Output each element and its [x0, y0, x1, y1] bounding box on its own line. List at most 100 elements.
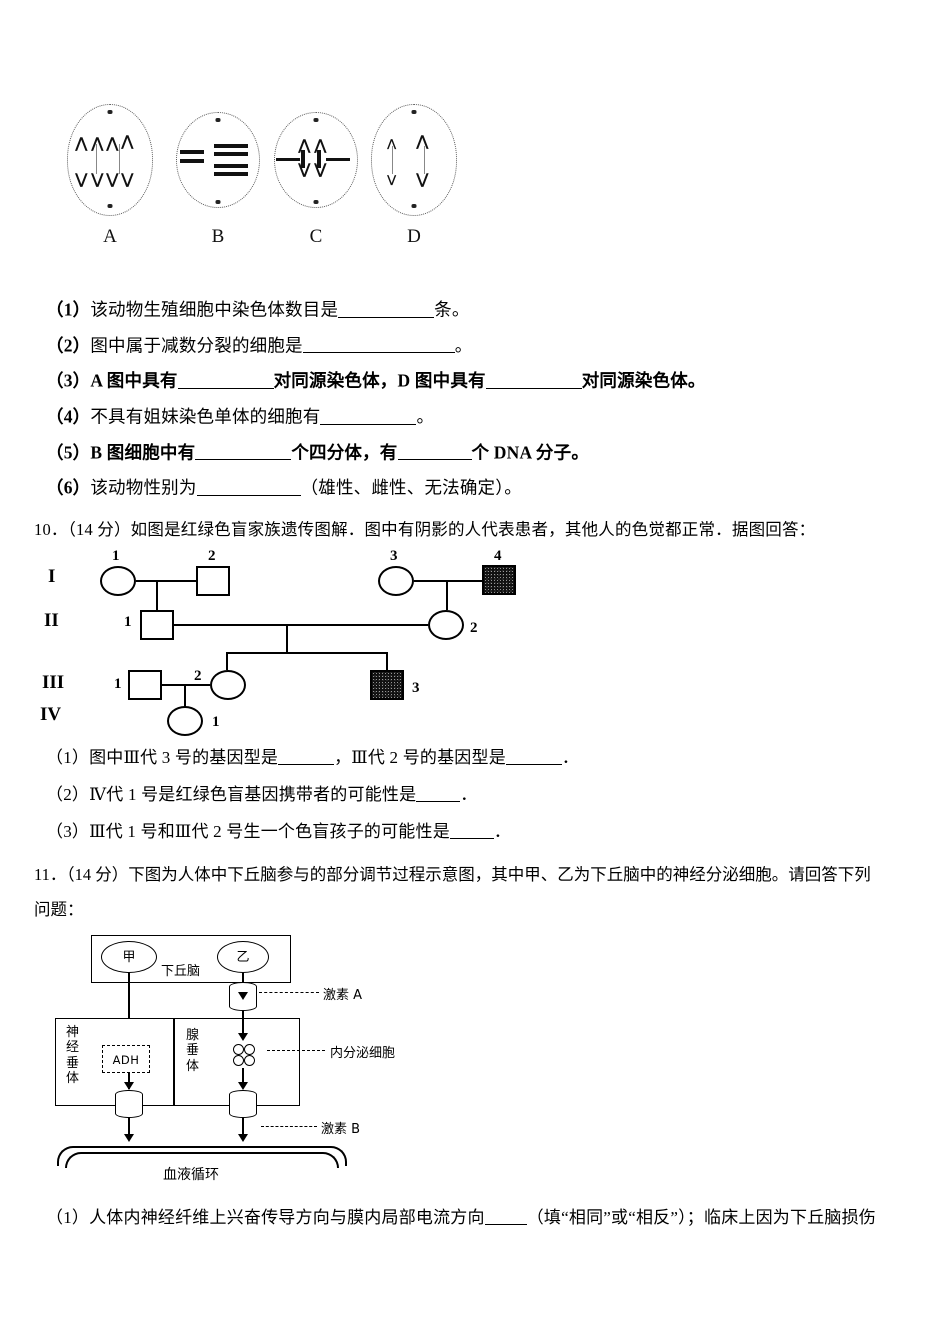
answer-blank[interactable] [449, 822, 494, 840]
question-item: （1）该动物生殖细胞中染色体数目是条。 [46, 300, 906, 319]
spindle-fiber [392, 146, 393, 174]
cell-membrane [371, 104, 457, 216]
question-item: （3）A 图中具有对同源染色体，D 图中具有对同源染色体。 [46, 371, 906, 390]
answer-blank[interactable] [278, 748, 335, 766]
neurosecretory-cell-jia: 甲 [101, 941, 157, 973]
answer-blank[interactable] [485, 371, 582, 389]
centrosome-dot [313, 118, 319, 122]
hypothalamus-regulation-diagram: 甲 乙 下丘脑 激素 A 神经垂体 腺垂体 ADH [45, 930, 475, 1195]
sibship-drop [386, 652, 388, 670]
pituitary-divider [173, 1018, 175, 1106]
chromosome: ⋁ [416, 170, 429, 188]
centrosome-dot [107, 110, 113, 114]
centrosome-dot [411, 204, 417, 208]
pedigree-individual-i-2[interactable] [196, 566, 230, 596]
question-11-stem: 11．（14 分）下图为人体中下丘脑参与的部分调节过程示意图，其中甲、乙为下丘脑… [34, 858, 934, 927]
answer-blank[interactable] [195, 443, 292, 461]
arrow-head-icon [238, 1082, 248, 1090]
descent-line [184, 684, 186, 708]
pedigree-individual-i-1[interactable] [100, 566, 136, 596]
pedigree-individual-iv-1[interactable] [167, 706, 203, 736]
endocrine-release-line [242, 1068, 244, 1088]
individual-number: 3 [390, 548, 398, 564]
pedigree-individual-i-3[interactable] [378, 566, 414, 596]
pedigree-individual-i-4[interactable] [482, 565, 516, 595]
arrow-head-icon [238, 1033, 248, 1041]
blood-circulation-label: 血液循环 [163, 1167, 219, 1183]
item-text: 图中属于减数分裂的细胞是 [90, 335, 303, 356]
pedigree-individual-iii-2[interactable] [210, 670, 246, 700]
mating-line [136, 580, 196, 582]
pedigree-individual-ii-2[interactable] [428, 610, 464, 640]
question-item: （3）Ⅲ代 1 号和Ⅲ代 2 号生一个色盲孩子的可能性是． [46, 822, 906, 840]
item-text: ． [460, 785, 478, 805]
question-item: （4）不具有姐妹染色单体的细胞有。 [46, 407, 906, 426]
cell-division-figure: ⋀ ⋀ ⋀ ⋀ ⋁ ⋁ ⋁ ⋁ A B [62, 100, 482, 270]
answer-blank[interactable] [177, 371, 274, 389]
pedigree-individual-iii-1[interactable] [128, 670, 162, 700]
adenohypophysis-label: 腺垂体 [185, 1028, 199, 1074]
sibship-drop [226, 652, 228, 670]
hormone-a-leader-line [259, 992, 319, 993]
axon-jia [128, 973, 130, 1040]
question-item: （1）人体内神经纤维上兴奋传导方向与膜内局部电流方向（填“相同”或“相反”）；临… [46, 1208, 936, 1226]
item-number: （4） [46, 406, 91, 427]
answer-blank[interactable] [397, 443, 472, 461]
question-10-stem: 10．（14 分）如图是红绿色盲家族遗传图解．图中有阴影的人代表患者，其他人的色… [34, 520, 816, 539]
stem-line-1: 11．（14 分）下图为人体中下丘脑参与的部分调节过程示意图，其中甲、乙为下丘脑… [34, 865, 871, 884]
neuron-label-yi: 乙 [236, 950, 250, 965]
adh-to-blood [128, 1118, 130, 1140]
item-text: 个四分体，有 [291, 442, 398, 463]
question-item: （6）该动物性别为（雄性、雌性、无法确定）。 [46, 478, 906, 497]
chromosome: ⋀ [75, 134, 88, 152]
answer-blank[interactable] [320, 407, 417, 425]
item-text: 对同源染色体，D 图中具有 [273, 370, 486, 391]
cell-membrane [67, 104, 153, 216]
answer-blank[interactable] [505, 748, 562, 766]
item-number: （1） [46, 748, 90, 768]
individual-number: 3 [412, 680, 420, 696]
answer-blank[interactable] [416, 785, 461, 803]
item-text: Ⅳ代 1 号是红绿色盲基因携带者的可能性是 [89, 785, 417, 805]
mating-line [162, 684, 210, 686]
cell-label-c: C [309, 226, 323, 247]
descent-line [286, 624, 288, 652]
answer-blank[interactable] [338, 300, 435, 318]
individual-number: 2 [470, 620, 478, 636]
arrow-head-icon [124, 1082, 134, 1090]
item-text: A 图中具有 [90, 370, 178, 391]
spindle-fiber [326, 158, 350, 161]
endocrine-cell [244, 1044, 255, 1055]
chromosome: ⋀ [298, 136, 311, 154]
cell-diagram-a: ⋀ ⋀ ⋀ ⋀ ⋁ ⋁ ⋁ ⋁ A [62, 100, 158, 247]
centrosome-dot [313, 200, 319, 204]
pituitary-box [55, 1018, 300, 1106]
answer-blank[interactable] [484, 1208, 527, 1226]
cell-diagram-c: ⋀ ⋁ ⋀ ⋁ C [268, 100, 364, 247]
individual-number: 1 [112, 548, 120, 564]
item-text: 图中Ⅲ代 3 号的基因型是 [89, 748, 279, 768]
generation-label-iii: III [42, 672, 65, 693]
mating-line [174, 624, 428, 626]
endocrine-cell-label: 内分泌细胞 [330, 1046, 396, 1061]
individual-number: 1 [124, 614, 132, 630]
question-item: （2）图中属于减数分裂的细胞是。 [46, 336, 906, 355]
answer-blank[interactable] [196, 478, 301, 496]
tetrad-chromatid [214, 152, 248, 156]
endocrine-cell [233, 1044, 244, 1055]
question-item: （5）B 图细胞中有个四分体，有个 DNA 分子。 [46, 443, 906, 462]
item-number: （5） [46, 442, 91, 463]
question-11-items: （1）人体内神经纤维上兴奋传导方向与膜内局部电流方向（填“相同”或“相反”）；临… [46, 1208, 936, 1226]
hormone-b-leader-line [261, 1126, 317, 1127]
cell-diagram-d: ⋀ ⋀ ⋁ ⋁ D [366, 100, 462, 247]
answer-blank[interactable] [302, 336, 455, 354]
cell-diagram-b: B [170, 100, 266, 247]
stem-line-2: 问题： [34, 899, 84, 919]
item-text: 该动物生殖细胞中染色体数目是 [90, 299, 339, 320]
item-text: （雄性、雌性、无法确定）。 [300, 477, 522, 498]
hypothalamus-label: 下丘脑 [161, 964, 201, 979]
pedigree-individual-ii-1[interactable] [140, 610, 174, 640]
pedigree-individual-iii-3[interactable] [370, 670, 404, 700]
item-text: ，Ⅲ代 2 号的基因型是 [334, 748, 506, 768]
item-number: （2） [46, 785, 90, 805]
